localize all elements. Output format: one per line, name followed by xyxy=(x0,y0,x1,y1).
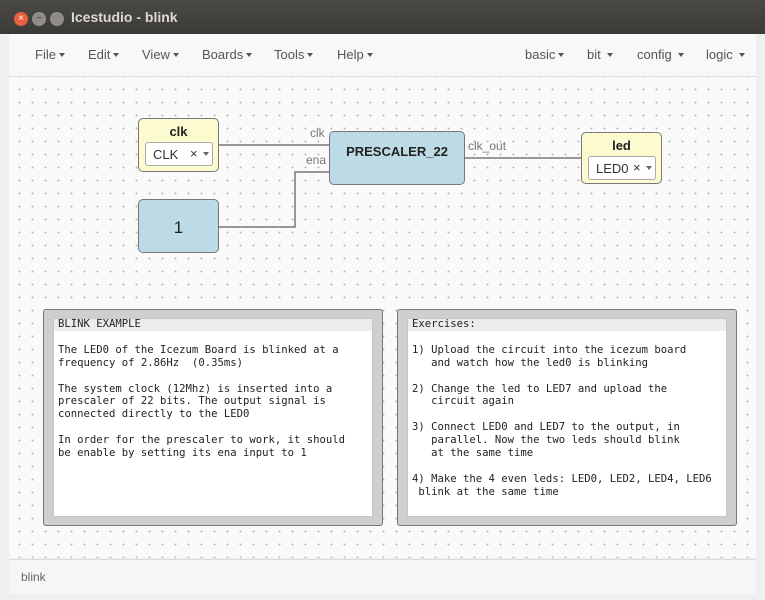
menu-logic-label: logic xyxy=(706,47,733,62)
status-filename: blink xyxy=(21,570,46,584)
clk-input-block[interactable]: clk CLK × xyxy=(138,118,219,172)
chevron-down-icon xyxy=(739,53,745,57)
chevron-down-icon xyxy=(173,53,179,57)
menu-config[interactable]: config xyxy=(637,47,684,62)
menu-tools[interactable]: Tools xyxy=(274,47,313,62)
chevron-down-icon[interactable] xyxy=(203,152,209,156)
menu-help-label: Help xyxy=(337,47,364,62)
led-pin-select[interactable]: LED0 × xyxy=(588,156,656,180)
port-label-clk-out: clk_out xyxy=(468,139,506,153)
info-exercises-text: Exercises: 1) Upload the circuit into th… xyxy=(412,318,712,499)
menu-tools-label: Tools xyxy=(274,47,304,62)
constant-block[interactable]: 1 xyxy=(138,199,219,253)
menu-file-label: File xyxy=(35,47,56,62)
info-block-exercises[interactable]: Exercises: 1) Upload the circuit into th… xyxy=(397,309,737,526)
menu-boards-label: Boards xyxy=(202,47,243,62)
constant-value: 1 xyxy=(139,218,218,238)
info-description-text: BLINK EXAMPLE The LED0 of the Icezum Boa… xyxy=(58,318,345,460)
menu-bit-label: bit xyxy=(587,47,601,62)
menu-view[interactable]: View xyxy=(142,47,179,62)
info-block-description[interactable]: BLINK EXAMPLE The LED0 of the Icezum Boa… xyxy=(43,309,383,526)
menu-basic[interactable]: basic xyxy=(525,47,564,62)
chevron-down-icon xyxy=(59,53,65,57)
menu-logic[interactable]: logic xyxy=(706,47,745,62)
chevron-down-icon xyxy=(607,53,613,57)
maximize-window-button[interactable] xyxy=(50,12,64,26)
chevron-down-icon[interactable] xyxy=(646,166,652,170)
clk-pin-select[interactable]: CLK × xyxy=(145,142,213,166)
menu-file[interactable]: File xyxy=(35,47,65,62)
prescaler-block[interactable]: PRESCALER_22 xyxy=(329,131,465,185)
port-label-ena: ena xyxy=(306,153,326,167)
port-label-clk: clk xyxy=(310,126,325,140)
chevron-down-icon xyxy=(246,53,252,57)
minimize-window-button[interactable]: − xyxy=(32,12,46,26)
status-bar: blink xyxy=(9,559,756,594)
chevron-down-icon xyxy=(113,53,119,57)
menu-basic-label: basic xyxy=(525,47,555,62)
clear-icon[interactable]: × xyxy=(633,160,641,175)
menu-bar: File Edit View Boards Tools Help basic b… xyxy=(9,34,756,77)
menu-view-label: View xyxy=(142,47,170,62)
menu-help[interactable]: Help xyxy=(337,47,373,62)
chevron-down-icon xyxy=(678,53,684,57)
window-title: Icestudio - blink xyxy=(71,9,178,25)
chevron-down-icon xyxy=(558,53,564,57)
chevron-down-icon xyxy=(307,53,313,57)
clk-pin-value: CLK xyxy=(153,147,178,162)
title-bar: × − Icestudio - blink xyxy=(0,0,765,34)
info-description-textarea[interactable]: BLINK EXAMPLE The LED0 of the Icezum Boa… xyxy=(53,318,373,517)
info-exercises-textarea[interactable]: Exercises: 1) Upload the circuit into th… xyxy=(407,318,727,517)
chevron-down-icon xyxy=(367,53,373,57)
menu-edit-label: Edit xyxy=(88,47,110,62)
clk-input-label: clk xyxy=(139,124,218,139)
menu-edit[interactable]: Edit xyxy=(88,47,119,62)
led-output-label: led xyxy=(582,138,661,153)
menu-boards[interactable]: Boards xyxy=(202,47,252,62)
led-output-block[interactable]: led LED0 × xyxy=(581,132,662,184)
led-pin-value: LED0 xyxy=(596,161,629,176)
close-window-button[interactable]: × xyxy=(14,12,28,26)
prescaler-label: PRESCALER_22 xyxy=(330,144,464,159)
menu-bit[interactable]: bit xyxy=(587,47,613,62)
menu-config-label: config xyxy=(637,47,672,62)
clear-icon[interactable]: × xyxy=(190,146,198,161)
